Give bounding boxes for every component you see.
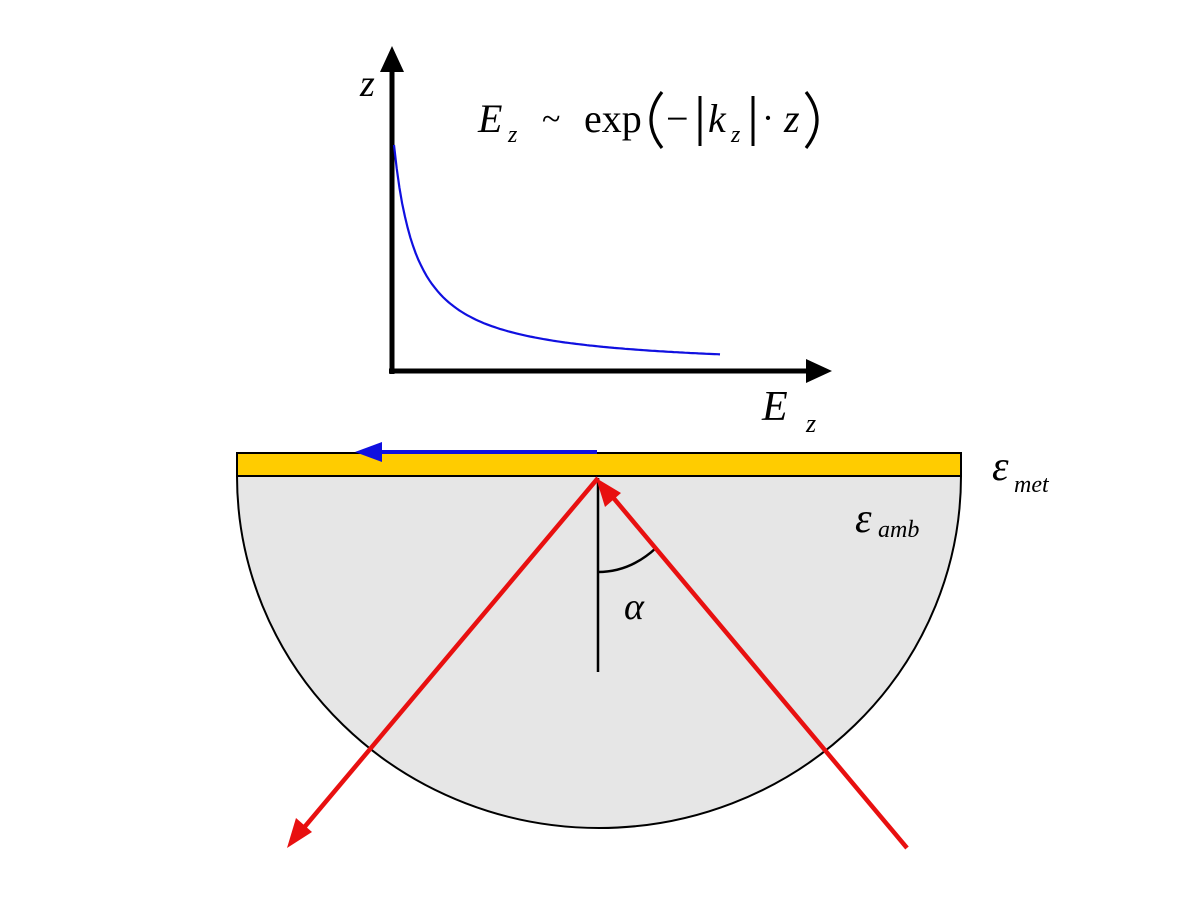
eps-met-subscript: met xyxy=(1014,472,1050,498)
formula-k: k xyxy=(708,96,727,141)
angle-alpha-label: α xyxy=(624,586,645,628)
incident-beam-arrowhead xyxy=(596,478,621,507)
formula-z: z xyxy=(783,96,800,141)
eps-amb-subscript: amb xyxy=(878,517,919,543)
z-axis-arrowhead xyxy=(380,46,404,72)
prism-setup: α ε met ε amb xyxy=(235,442,1050,850)
ez-axis-label: E xyxy=(761,384,788,430)
formula-exp: exp xyxy=(584,96,642,141)
metal-film xyxy=(236,452,962,477)
formula-e-subscript: z xyxy=(507,122,518,148)
decay-formula: E z ~ exp − k z · z xyxy=(477,91,819,149)
formula-minus: − xyxy=(666,96,689,141)
incidence-angle-arc xyxy=(597,547,657,574)
eps-amb-symbol: ε xyxy=(855,496,872,542)
ez-axis-label-subscript: z xyxy=(805,409,816,438)
formula-left-paren xyxy=(649,91,664,149)
surface-plasmon-arrowhead xyxy=(355,442,382,462)
formula-dot: · xyxy=(762,98,774,138)
formula-e: E xyxy=(477,96,502,141)
ez-axis-arrowhead xyxy=(806,359,832,383)
formula-tilde: ~ xyxy=(542,101,560,138)
reflected-beam xyxy=(300,476,600,832)
formula-k-subscript: z xyxy=(730,122,741,148)
eps-met-symbol: ε xyxy=(992,444,1009,490)
reflected-beam-arrowhead xyxy=(287,818,312,848)
decay-graph: z E z E z ~ exp − k z · z xyxy=(359,46,832,438)
formula-right-paren xyxy=(804,91,819,149)
z-axis-label: z xyxy=(359,63,375,105)
incident-beam xyxy=(609,493,909,850)
decay-curve xyxy=(392,144,721,356)
